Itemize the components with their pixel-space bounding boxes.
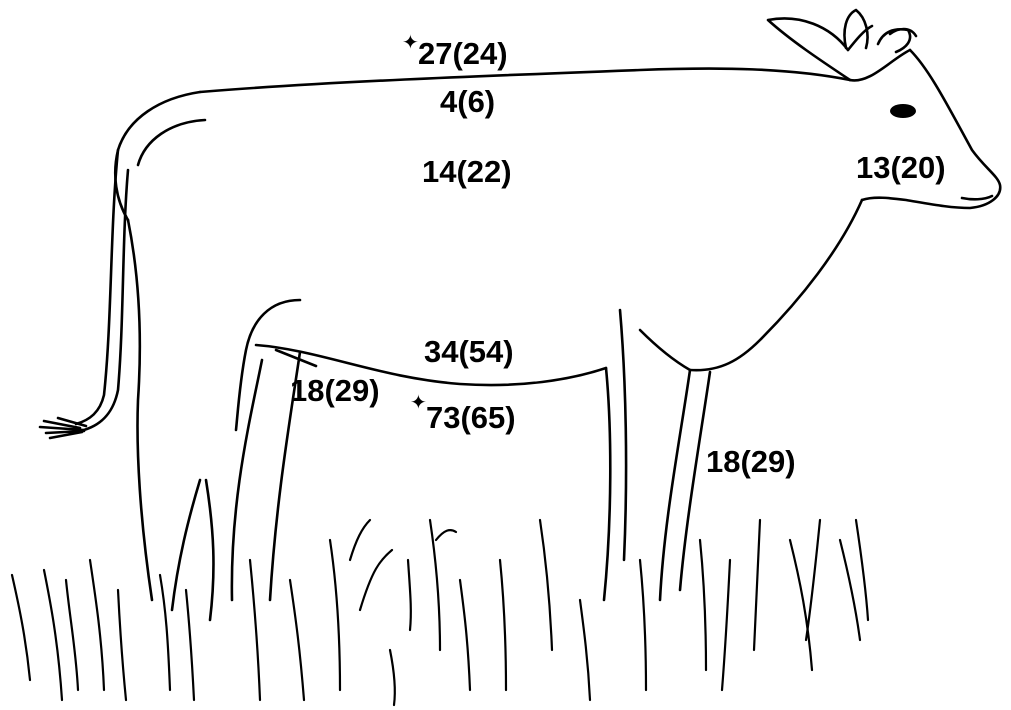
label-hind-leg: 18(29) <box>290 375 380 406</box>
grass <box>12 520 868 705</box>
label-belly: 73(65) <box>426 402 516 433</box>
label-head: 13(20) <box>856 152 946 183</box>
label-back: 27(24) <box>418 38 508 69</box>
eye-icon <box>890 104 916 118</box>
label-back-upper: 4(6) <box>440 86 495 117</box>
label-belly-line: 34(54) <box>424 336 514 367</box>
label-flank: 14(22) <box>422 156 512 187</box>
star-icon: ✦ <box>402 32 419 52</box>
label-fore-leg: 18(29) <box>706 446 796 477</box>
star-icon: ✦ <box>410 392 427 412</box>
